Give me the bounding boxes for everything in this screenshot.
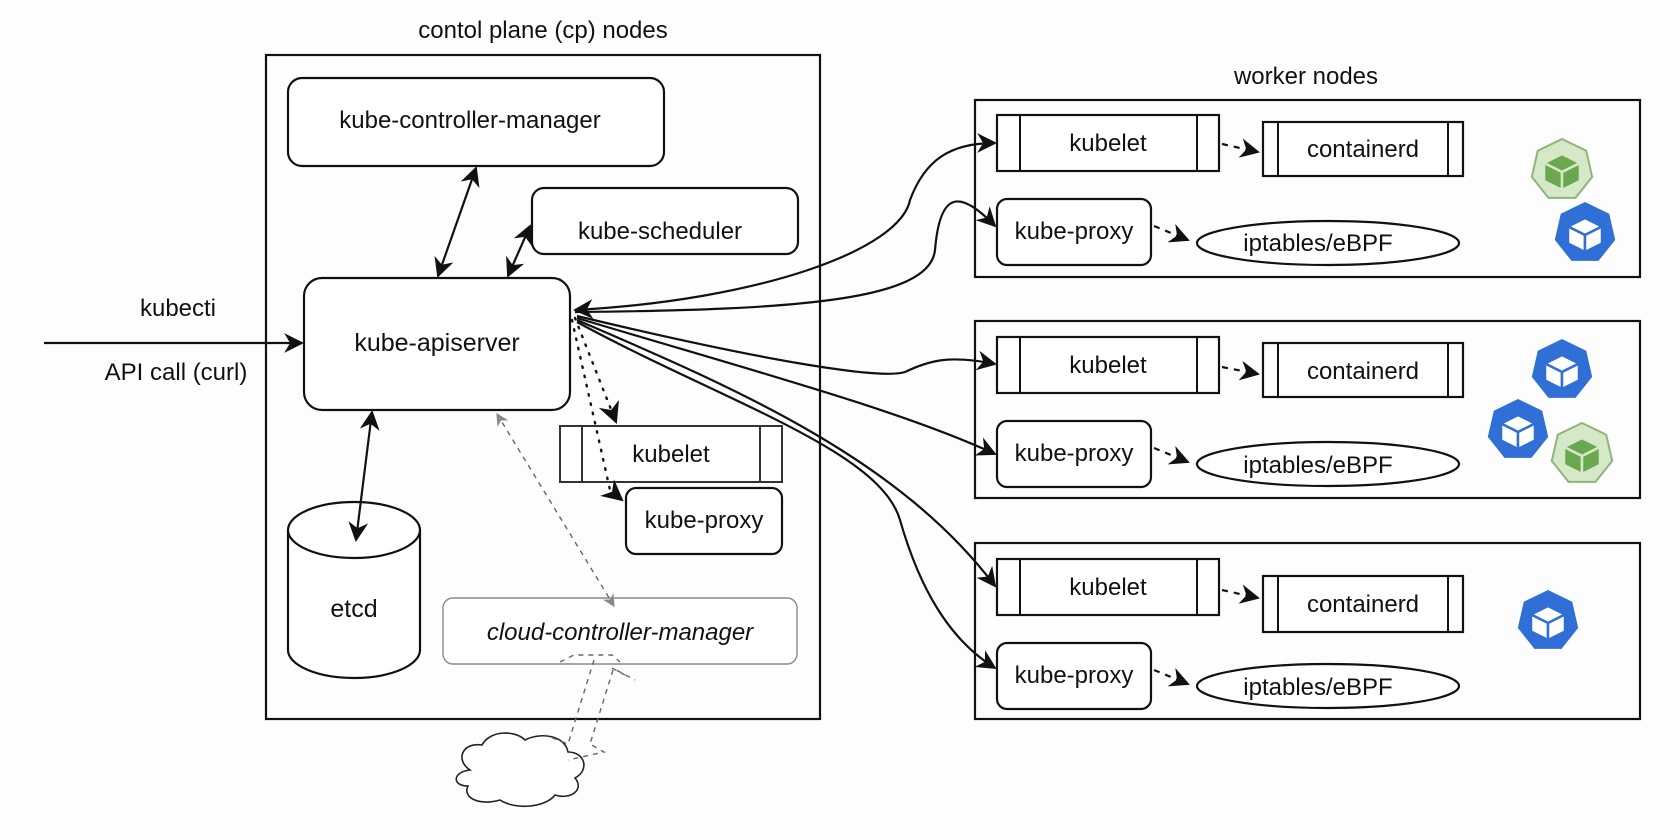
- worker-2-kube-proxy-box[interactable]: kube-proxy: [995, 419, 1153, 489]
- kube-scheduler-box[interactable]: kube-scheduler: [530, 186, 800, 256]
- pod-green-icon: [1550, 421, 1614, 483]
- pod-blue-icon: [1487, 399, 1549, 458]
- worker-2-containerd-label: containerd: [1307, 358, 1419, 385]
- cloud-controller-manager-label: cloud-controller-manager: [487, 619, 754, 646]
- worker-1-kubelet-label: kubelet: [1069, 130, 1147, 157]
- worker-3-kubelet-box[interactable]: kubelet: [995, 557, 1221, 617]
- apiserver-worker-3-proxy-arrow: [576, 321, 997, 670]
- api-call-label: API call (curl): [105, 359, 248, 386]
- apiserver-cp-kube-proxy-arrow: [570, 318, 624, 502]
- worker-node-1: kubelet containerd kube-proxy iptables/e…: [973, 98, 1642, 279]
- pod-icons: [1487, 137, 1616, 649]
- kube-controller-manager-label: kube-controller-manager: [339, 107, 600, 134]
- cp-kubelet-label: kubelet: [632, 441, 710, 468]
- worker-nodes-title: worker nodes: [1233, 63, 1378, 90]
- worker-2-kube-proxy-label: kube-proxy: [1015, 440, 1134, 467]
- kubectl-label: kubecti: [140, 295, 216, 322]
- pod-green-icon: [1530, 137, 1594, 199]
- worker-1-kubelet-containerd-arrow: [1221, 138, 1260, 158]
- worker-2-kubelet-containerd-arrow: [1221, 360, 1260, 381]
- worker-3-kube-proxy-box[interactable]: kube-proxy: [995, 641, 1153, 711]
- worker-node-2: kubelet containerd kube-proxy iptables/e…: [973, 319, 1642, 500]
- apiserver-worker-3-kubelet-arrow: [576, 318, 997, 588]
- kube-scheduler-label: kube-scheduler: [578, 218, 742, 245]
- apiserver-worker-1-kubelet-arrow: [573, 133, 997, 319]
- pod-blue-icon: [1531, 339, 1593, 398]
- worker-2-iptables-ellipse[interactable]: iptables/eBPF: [1195, 440, 1461, 488]
- apiserver-controller-manager-arrow: [434, 166, 480, 278]
- cp-kubelet-box[interactable]: kubelet: [559, 425, 783, 483]
- kube-apiserver-box[interactable]: kube-apiserver: [302, 276, 572, 412]
- pod-blue-icon: [1554, 202, 1616, 261]
- worker-3-iptables-label: iptables/eBPF: [1243, 674, 1392, 701]
- kube-apiserver-label: kube-apiserver: [354, 329, 519, 357]
- cp-kube-proxy-label: kube-proxy: [645, 507, 764, 534]
- worker-2-kubelet-box[interactable]: kubelet: [995, 335, 1221, 395]
- worker-2-containerd-box[interactable]: containerd: [1261, 341, 1465, 399]
- worker-1-kube-proxy-label: kube-proxy: [1015, 218, 1134, 245]
- worker-3-containerd-box[interactable]: containerd: [1261, 574, 1465, 634]
- etcd-label: etcd: [330, 595, 377, 623]
- worker-3-containerd-label: containerd: [1307, 591, 1419, 618]
- cloud-icon: [455, 732, 585, 808]
- worker-1-proxy-iptables-arrow: [1153, 224, 1190, 243]
- apiserver-scheduler-arrow: [506, 224, 532, 278]
- worker-3-iptables-ellipse[interactable]: iptables/eBPF: [1195, 662, 1461, 710]
- worker-1-kubelet-box[interactable]: kubelet: [995, 113, 1221, 173]
- apiserver-worker-2-proxy-arrow: [576, 316, 997, 456]
- etcd-cylinder[interactable]: etcd: [286, 500, 422, 680]
- cloud-arrow-tail: [611, 667, 636, 681]
- worker-2-kubelet-label: kubelet: [1069, 352, 1147, 379]
- cloud-controller-manager-box[interactable]: cloud-controller-manager: [442, 597, 798, 665]
- kube-controller-manager-box[interactable]: kube-controller-manager: [286, 76, 666, 168]
- cp-kube-proxy-box[interactable]: kube-proxy: [624, 486, 784, 556]
- worker-1-containerd-label: containerd: [1307, 136, 1419, 163]
- worker-3-proxy-iptables-arrow: [1153, 668, 1190, 687]
- worker-1-iptables-label: iptables/eBPF: [1243, 230, 1392, 257]
- worker-3-kubelet-containerd-arrow: [1221, 584, 1260, 604]
- worker-node-3: kubelet containerd kube-proxy iptables/e…: [973, 541, 1642, 721]
- control-plane-frame: [264, 53, 822, 721]
- apiserver-etcd-arrow: [348, 410, 380, 542]
- worker-1-kube-proxy-box[interactable]: kube-proxy: [995, 197, 1153, 267]
- worker-1-containerd-box[interactable]: containerd: [1261, 120, 1465, 178]
- apiserver-cp-kubelet-arrow: [573, 316, 619, 425]
- worker-1-iptables-ellipse[interactable]: iptables/eBPF: [1195, 219, 1461, 267]
- apiserver-worker-2-kubelet-arrow: [576, 314, 997, 375]
- control-plane-title: contol plane (cp) nodes: [418, 17, 668, 44]
- worker-3-kubelet-label: kubelet: [1069, 574, 1147, 601]
- pod-blue-icon: [1517, 590, 1579, 649]
- apiserver-worker-1-proxy-arrow: [574, 200, 997, 314]
- worker-2-proxy-iptables-arrow: [1153, 446, 1190, 465]
- worker-2-iptables-label: iptables/eBPF: [1243, 452, 1392, 479]
- apiserver-ccm-arrow: [496, 412, 615, 608]
- worker-3-kube-proxy-label: kube-proxy: [1015, 662, 1134, 689]
- apiserver-to-workers-arrows: [573, 133, 997, 670]
- cloud-to-ccm-arrow: [544, 654, 621, 761]
